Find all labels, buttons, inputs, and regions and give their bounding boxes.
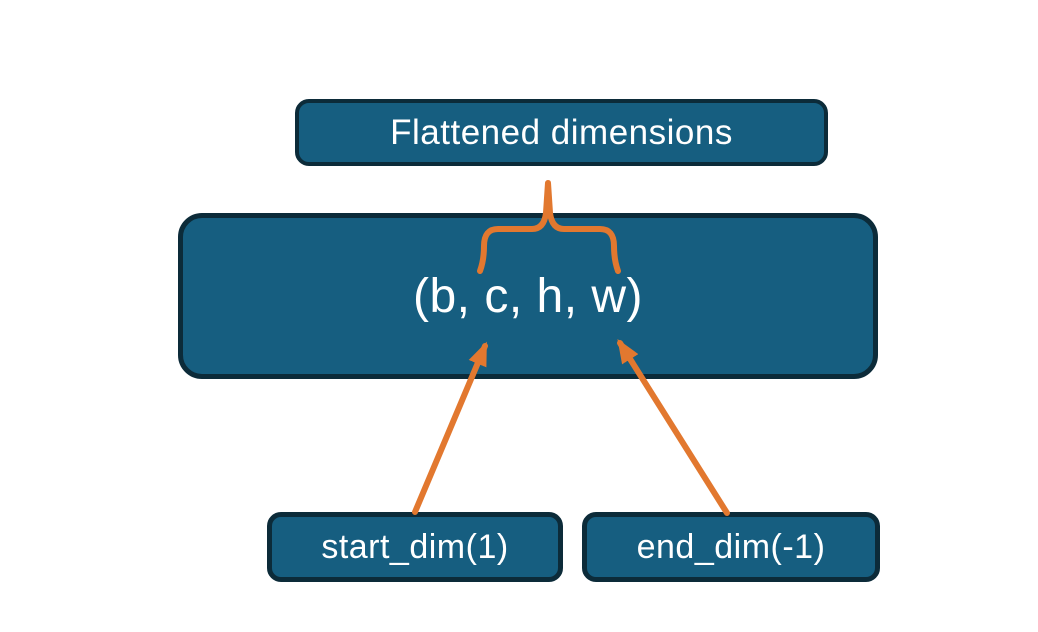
start-dim-box: start_dim(1) <box>267 512 563 582</box>
flattened-dimensions-label: Flattened dimensions <box>390 112 733 152</box>
tensor-shape-label: (b, c, h, w) <box>412 269 644 323</box>
tensor-shape-box: (b, c, h, w) <box>178 213 878 379</box>
end-dim-label: end_dim(-1) <box>636 527 826 566</box>
start-dim-label: start_dim(1) <box>321 527 509 566</box>
flattened-dimensions-box: Flattened dimensions <box>295 99 828 166</box>
end-dim-box: end_dim(-1) <box>582 512 880 582</box>
